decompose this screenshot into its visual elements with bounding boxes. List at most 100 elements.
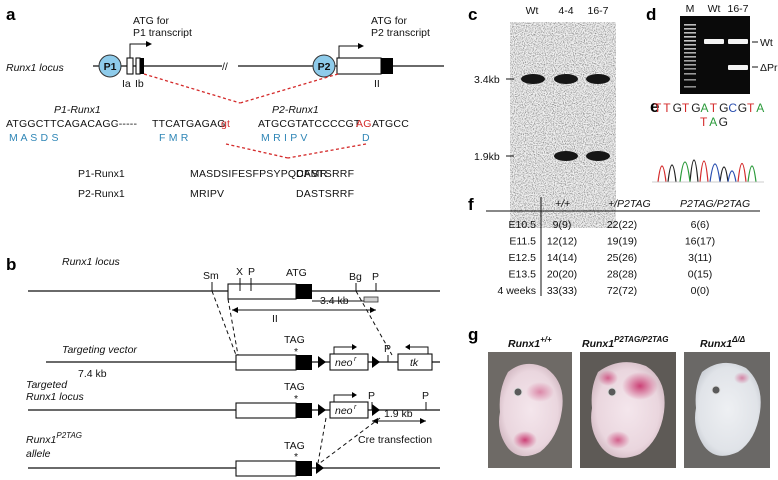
p1-promoter-label: P1 <box>104 61 117 73</box>
b-tgt-loxp-1 <box>318 404 326 416</box>
g-label-hom: Runx1P2TAG/P2TAG <box>582 335 668 350</box>
p2-promoter <box>312 54 336 78</box>
d-lane-wt: Wt <box>708 3 721 15</box>
d-ladder-band <box>684 86 696 88</box>
p1-aa-end: F M R <box>159 132 189 144</box>
b-al-exon-open <box>235 460 297 477</box>
g-label-wt: Runx1+/+ <box>508 335 552 350</box>
f-stage-cell: E11.5 <box>509 236 536 248</box>
f-count-cell: 12(12) <box>547 236 577 248</box>
d-ladder-band <box>684 44 696 46</box>
exon-ib-open <box>135 57 141 75</box>
d-lane-m: M <box>686 3 695 15</box>
splice-dash-right <box>239 73 339 104</box>
break-symbol: // <box>222 61 228 73</box>
p2-aa-d: D <box>362 132 370 144</box>
p2-protein-label: P2-Runx1 <box>78 188 125 200</box>
exon-ib-label: Ib <box>135 78 144 90</box>
e-tag-letter: T <box>700 115 708 129</box>
b-loxp-1 <box>318 356 326 368</box>
b-tgt-loxp-2 <box>372 404 380 416</box>
b-tgt-neo-arrow <box>333 394 352 402</box>
b-loxp-2 <box>372 356 380 368</box>
c-lane-3: 16-7 <box>587 5 608 17</box>
panel-label-b: b <box>6 255 16 274</box>
d-ladder-band <box>684 79 696 81</box>
c-marker-low: 1.9kb <box>474 151 500 163</box>
b-tk: tk <box>410 357 419 369</box>
d-ladder-band <box>684 73 696 75</box>
c-band-167-1-9 <box>586 151 610 161</box>
panel-label-d: d <box>646 5 656 24</box>
e-base-letter: A <box>756 101 764 115</box>
b-probe <box>363 296 379 303</box>
b-p-vec: P <box>384 343 391 355</box>
splice-dash-left <box>143 73 241 104</box>
atg-p2-line2: P2 transcript <box>371 27 430 39</box>
d-ladder-band <box>684 28 696 30</box>
e-base-letter: T <box>663 101 671 115</box>
panel-b: b Runx1 locus Sm X P ATG Bg P 3.4 kb II … <box>6 255 440 477</box>
b-ii-arrow-right <box>370 307 376 313</box>
panel-label-a: a <box>6 5 16 24</box>
d-ladder-band <box>684 56 696 58</box>
p1-seq-start: ATGGCTTCAGACAGC <box>6 118 119 130</box>
c-lane-2: 4-4 <box>558 5 573 17</box>
b-tgt-exon-coding <box>296 403 312 418</box>
e-tag-letter: G <box>719 115 728 129</box>
d-ladder-band <box>684 52 696 54</box>
p2-seq-ag: AG <box>356 118 372 130</box>
p1-promoter <box>98 54 122 78</box>
b-star3: * <box>294 451 298 463</box>
panel-label-f: f <box>468 195 474 214</box>
embryo-p2tag-homozygous <box>580 352 676 468</box>
b-targeted-label-1: Targeted <box>26 379 68 391</box>
d-ladder-band <box>684 32 696 34</box>
f-count-cell: 72(72) <box>607 285 637 297</box>
exon-ii-coding <box>381 58 393 74</box>
b-1-9-arrow-right <box>420 418 426 424</box>
exon-ii-label: II <box>374 78 380 90</box>
e-base-letter: T <box>710 101 718 115</box>
p2-seq-b: ATGCC <box>372 118 409 130</box>
embryo-hom-liver <box>606 431 630 449</box>
b-tgt-exon-open <box>235 402 297 419</box>
d-ladder-band <box>684 36 696 38</box>
exon-ia <box>126 57 134 75</box>
e-trace-c <box>709 163 737 183</box>
f-count-cell: 0(15) <box>688 269 713 281</box>
d-ladder <box>684 24 696 88</box>
b-arm-dash-3 <box>355 290 393 356</box>
panel-g: g Runx1+/+ Runx1P2TAG/P2TAG Runx1Δ/Δ <box>468 325 770 468</box>
b-exon-open <box>227 283 297 300</box>
b-cre: Cre transfection <box>358 434 432 446</box>
f-stage-cell: E10.5 <box>509 219 537 231</box>
c-marker-high: 3.4kb <box>474 74 500 86</box>
embryo-delta-eye <box>711 385 721 395</box>
embryo-hom-hemorrhage-1 <box>622 372 658 400</box>
f-count-cell: 25(26) <box>607 252 637 264</box>
b-allele-line2: allele <box>26 448 51 460</box>
e-base-letter: G <box>691 101 700 115</box>
p1-transcript-arrow <box>129 43 146 58</box>
p1-seq-gap: ------ <box>115 118 137 130</box>
b-p: P <box>248 266 255 278</box>
p2-seq-a: ATGCGTATCCCCGT <box>258 118 361 130</box>
atg-p1-line2: P1 transcript <box>133 27 192 39</box>
b-arm-dash-2 <box>227 298 239 356</box>
f-stage-cell: E12.5 <box>509 252 537 264</box>
d-ladder-band <box>684 60 696 62</box>
p1-aa-start: M A S D S <box>9 132 59 144</box>
d-band-wt-label: Wt <box>760 37 773 49</box>
b-neo-arrow <box>333 346 352 354</box>
d-band-dpr-label: ΔPr <box>760 62 778 74</box>
p1-protein-label: P1-Runx1 <box>78 168 125 180</box>
b-tgt-neo-sup: r <box>354 404 357 411</box>
d-ladder-band <box>684 48 696 50</box>
f-count-cell: 16(17) <box>685 236 715 248</box>
embryo-hom-eye <box>607 387 617 397</box>
exon-ib-coding <box>140 58 144 74</box>
b-atg: ATG <box>286 267 307 279</box>
b-neo-box <box>329 353 369 371</box>
